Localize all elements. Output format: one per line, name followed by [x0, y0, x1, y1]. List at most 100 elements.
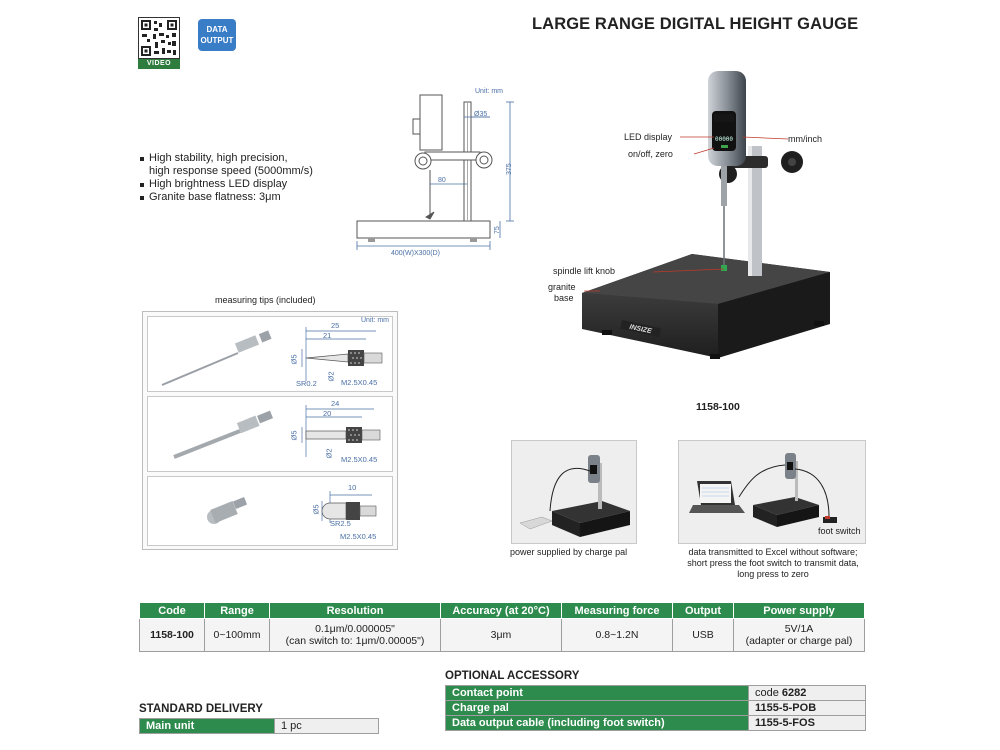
power-line2: (adapter or charge pal): [745, 635, 853, 647]
qr-code-icon: [138, 17, 180, 59]
tip-1-radius: SR0.2: [296, 379, 317, 388]
tip-row-3: 10 Ø5 SR2.5 M2.5X0.45: [147, 476, 393, 546]
col-resolution: Resolution: [269, 602, 441, 619]
spec-header-row: Code Range Resolution Accuracy (at 20°C)…: [139, 602, 865, 619]
dimension-drawing: Unit: mm Ø35 80 375 75 400(W)X300(D): [356, 88, 514, 257]
tip-3-length: 10: [348, 483, 357, 492]
label-spindle-lift-knob: spindle lift knob: [553, 266, 616, 276]
delivery-item-qty: 1 pc: [274, 718, 379, 734]
tip-2-diameter2: Ø2: [324, 448, 334, 459]
tip-2-diameter: Ø5: [289, 430, 299, 441]
display-readout: 00000: [715, 136, 733, 143]
tip-row-2: 24 20 Ø5 Ø2 M2.5X0.45: [147, 396, 393, 472]
dim-diameter: Ø35: [474, 111, 487, 118]
delivery-item-name: Main unit: [139, 718, 275, 734]
tip-1-thread: M2.5X0.45: [341, 378, 378, 387]
data-output-badge: DATA OUTPUT: [198, 19, 236, 51]
accessory-name: Charge pal: [445, 700, 749, 716]
dim-height: 375: [506, 163, 513, 175]
standard-delivery-table: Main unit 1 pc: [139, 718, 379, 734]
col-force: Measuring force: [561, 602, 673, 619]
dim-base-size: 400(W)X300(D): [391, 250, 440, 257]
caption-line1: data transmitted to Excel without softwa…: [688, 547, 858, 557]
product-model: 1158-100: [696, 401, 740, 413]
power-line1: 5V/1A: [784, 623, 814, 635]
tips-title: measuring tips (included): [215, 295, 316, 305]
feature-item: Granite base flatness: 3μm: [140, 191, 313, 204]
table-row: Main unit 1 pc: [139, 718, 379, 734]
page-title: LARGE RANGE DIGITAL HEIGHT GAUGE: [532, 15, 859, 33]
caption-charge-pal: power supplied by charge pal: [510, 547, 628, 557]
standard-delivery-title: STANDARD DELIVERY: [139, 703, 263, 715]
tip-1-diameter: Ø5: [289, 354, 299, 365]
col-accuracy: Accuracy (at 20°C): [440, 602, 562, 619]
table-row: Charge pal 1155-5-POB: [445, 700, 866, 716]
accessory-code-value: 1155-5-FOS: [755, 717, 815, 729]
spec-table: Code Range Resolution Accuracy (at 20°C)…: [139, 602, 865, 652]
tips-panel: Unit: mm 25 21 Ø5 Ø2 SR0.2 M2.5X0.45 24 …: [142, 311, 398, 550]
tip-2-thread: M2.5X0.45: [341, 455, 378, 464]
tips-unit: Unit: mm: [361, 317, 389, 324]
tip-3-diameter: Ø5: [311, 504, 321, 515]
accessory-code-value: 6282: [781, 687, 807, 699]
cell-code: 1158-100: [139, 618, 205, 652]
product-image: 00000 INSIZE: [582, 71, 830, 359]
col-code: Code: [139, 602, 205, 619]
tip-1-length2: 21: [323, 331, 332, 340]
accessory-code: code 6282: [748, 685, 866, 701]
label-granite-line1: granite: [548, 282, 576, 292]
table-row: 1158-100 0~100mm 0.1μm/0.000005" (can sw…: [139, 618, 865, 652]
qr-code[interactable]: VIDEO: [138, 17, 180, 69]
tip-1-length: 25: [331, 321, 340, 330]
caption-line3: long press to zero: [737, 569, 809, 579]
accessory-code-prefix: code: [755, 687, 782, 699]
feature-item: High brightness LED display: [140, 178, 313, 191]
photo-data-transfer: [678, 440, 866, 544]
optional-accessory-title: OPTIONAL ACCESSORY: [445, 670, 580, 682]
table-row: Contact point code 6282: [445, 685, 866, 701]
label-foot-switch: foot switch: [818, 526, 861, 536]
tip-2-length: 24: [331, 399, 340, 408]
badge-line2: OUTPUT: [200, 36, 234, 45]
tip-row-1: Unit: mm 25 21 Ø5 Ø2 SR0.2 M2.5X0.45: [147, 316, 393, 392]
col-range: Range: [204, 602, 270, 619]
cell-force: 0.8~1.2N: [561, 618, 673, 652]
feature-item: High stability, high precision,: [140, 152, 313, 165]
label-granite-line2: base: [554, 293, 574, 303]
accessory-name: Contact point: [445, 685, 749, 701]
dim-base-height: 75: [494, 226, 501, 234]
tip-3-thread: M2.5X0.45: [340, 532, 377, 541]
accessory-name: Data output cable (including foot switch…: [445, 715, 749, 731]
brand-logo: INSIZE: [629, 324, 653, 336]
caption-data-transfer: data transmitted to Excel without softwa…: [678, 547, 868, 580]
tip-1-diameter2: Ø2: [326, 371, 336, 382]
cell-resolution: 0.1μm/0.000005" (can switch to: 1μm/0.00…: [269, 618, 441, 652]
accessory-code: 1155-5-POB: [748, 700, 866, 716]
dim-reach: 80: [438, 177, 446, 184]
feature-list: High stability, high precision, high res…: [140, 152, 313, 204]
col-power: Power supply: [733, 602, 865, 619]
label-on-off-zero: on/off, zero: [628, 149, 673, 159]
label-led-display: LED display: [624, 132, 673, 142]
cell-accuracy: 3μm: [440, 618, 562, 652]
cell-range: 0~100mm: [204, 618, 270, 652]
cell-output: USB: [672, 618, 734, 652]
tip-2-length2: 20: [323, 409, 332, 418]
badge-line1: DATA: [206, 25, 228, 34]
label-granite-base: granite base: [548, 282, 576, 304]
accessory-code-value: 1155-5-POB: [755, 702, 817, 714]
photo-charge-pal: [511, 440, 637, 544]
optional-accessory-table: Contact point code 6282 Charge pal 1155-…: [445, 685, 866, 731]
resolution-line1: 0.1μm/0.000005": [315, 623, 395, 635]
qr-video-label: VIDEO: [138, 59, 180, 69]
label-mm-inch: mm/inch: [788, 134, 823, 144]
feature-item-continued: high response speed (5000mm/s): [149, 165, 313, 177]
accessory-code: 1155-5-FOS: [748, 715, 866, 731]
cell-power: 5V/1A (adapter or charge pal): [733, 618, 865, 652]
col-output: Output: [672, 602, 734, 619]
drawing-unit: Unit: mm: [475, 88, 503, 95]
tip-3-radius: SR2.5: [330, 519, 351, 528]
caption-line2: short press the foot switch to transmit …: [687, 558, 859, 568]
table-row: Data output cable (including foot switch…: [445, 715, 866, 731]
resolution-line2: (can switch to: 1μm/0.00005"): [285, 635, 425, 647]
